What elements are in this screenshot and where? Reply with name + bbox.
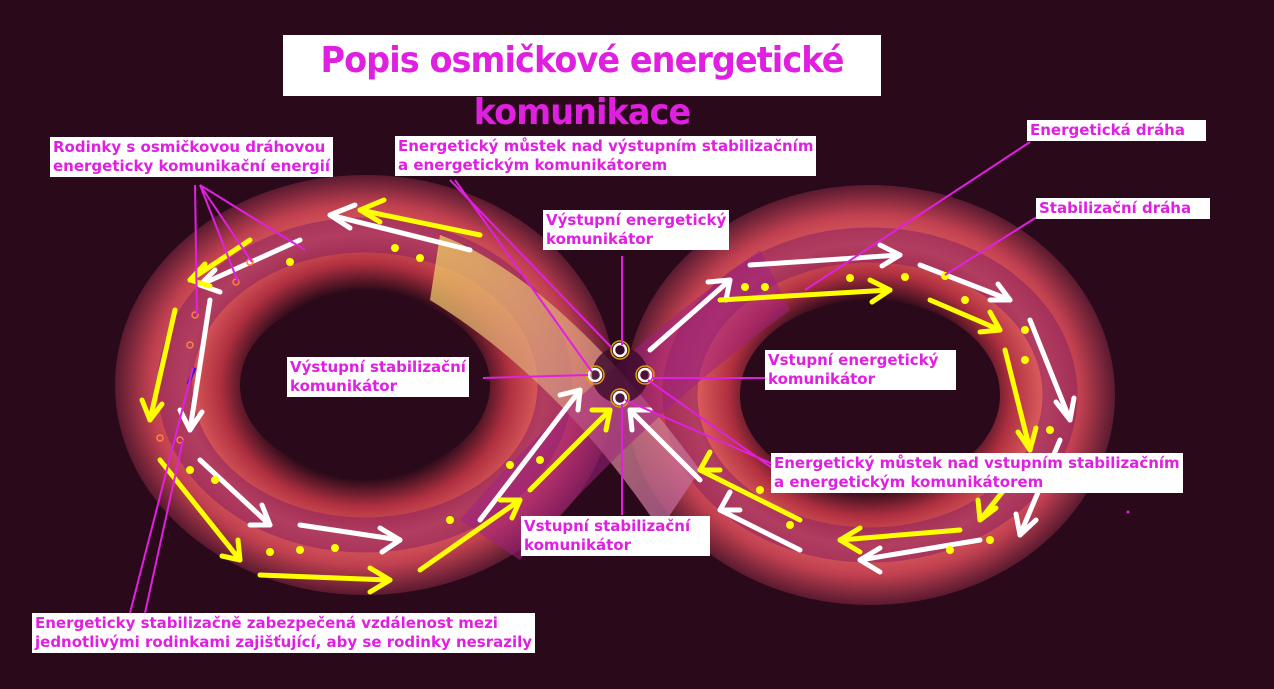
label-input-energy-communicator: Vstupní energetický komunikátor [765, 350, 956, 390]
label-bridge-output: Energetický můstek nad výstupním stabili… [395, 136, 817, 176]
label-stabilization-path: Stabilizační dráha [1036, 198, 1210, 219]
energy-dots [186, 244, 1054, 556]
stabilization-arrows [177, 202, 1077, 575]
communicator-hub [585, 340, 655, 408]
label-bridge-input: Energetický můstek nad vstupním stabiliz… [771, 453, 1183, 493]
energy-arrows [139, 197, 1039, 595]
label-families: Rodinky s osmičkovou dráhovou energetick… [50, 137, 333, 177]
label-energy-path: Energetická dráha [1027, 120, 1206, 141]
leader-lines [129, 141, 1041, 614]
stray-dot [1126, 510, 1130, 514]
label-safe-distance: Energeticky stabilizačně zabezpečená vzd… [32, 613, 536, 653]
label-output-stabilization-communicator: Výstupní stabilizační komunikátor [287, 357, 469, 397]
family-markers [156, 258, 254, 444]
page-title: Popis osmičkové energetické komunikace [283, 35, 881, 133]
label-output-energy-communicator: Výstupní energetický komunikátor [543, 210, 730, 250]
label-input-stabilization-communicator: Vstupní stabilizační komunikátor [521, 516, 710, 556]
